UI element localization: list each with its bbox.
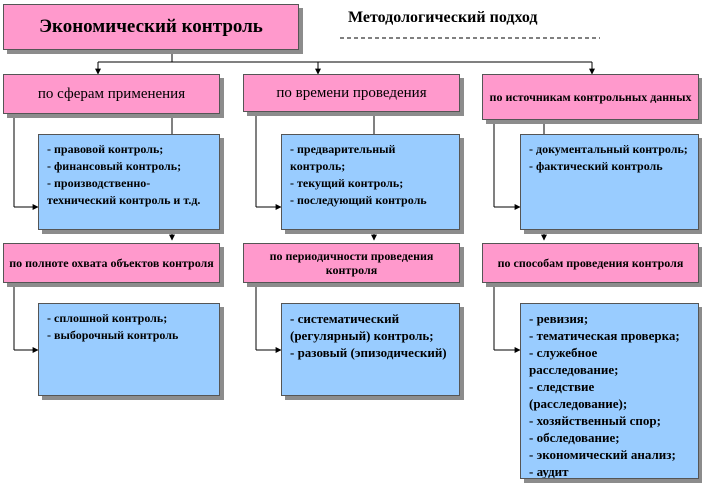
list-item: - производственно-технический контроль и… <box>47 176 201 207</box>
list-sources: - документальный контроль; - фактический… <box>520 134 699 230</box>
list-spheres: - правовой контроль; - финансовый контро… <box>38 134 220 230</box>
header-by-methods: по способам проведения контроля <box>482 243 699 283</box>
header-by-spheres: по сферам применения <box>3 74 220 114</box>
header-by-sources: по источникам контрольных данных <box>482 74 699 120</box>
list-item: - ревизия; <box>529 311 589 326</box>
list-item: - следствие (расследование); <box>529 379 628 411</box>
list-periodicity: - систематический (регулярный) контроль;… <box>281 303 460 396</box>
list-item: - финансовый контроль; <box>47 159 182 173</box>
header-by-periodicity: по периодичности проведения контроля <box>243 243 460 283</box>
list-item: - сплошной контроль; <box>47 311 168 325</box>
header-by-coverage: по полноте охвата объектов контроля <box>3 243 220 283</box>
header-label: по периодичности проведения контроля <box>269 249 434 277</box>
list-item: - тематическая проверка; <box>529 328 680 343</box>
list-item: - систематический (регулярный) контроль; <box>290 311 434 343</box>
list-item: - разовый (эпизодический) <box>290 345 447 360</box>
list-item: - текущий контроль; <box>290 176 404 190</box>
list-item: - обследование; <box>529 430 620 445</box>
list-item: - последующий контроль <box>290 193 427 207</box>
header-by-time: по времени проведения <box>243 74 460 112</box>
header-label: по полноте охвата объектов контроля <box>9 256 214 270</box>
list-item: - аудит <box>529 464 569 479</box>
header-label: по источникам контрольных данных <box>489 90 692 104</box>
list-item: - документальный контроль; <box>529 142 688 156</box>
list-item: - правовой контроль; <box>47 142 164 156</box>
list-item: - фактический контроль <box>529 159 663 173</box>
list-item: - предварительный контроль; <box>290 142 396 173</box>
list-item: - экономический анализ; <box>529 447 676 462</box>
main-title: Экономический контроль <box>39 16 263 37</box>
list-item: - хозяйственный спор; <box>529 413 661 428</box>
header-label: по сферам применения <box>37 85 186 102</box>
header-label: по времени проведения <box>276 84 427 101</box>
approach-label: Методологический подход <box>348 9 538 26</box>
list-item: - служебное расследование; <box>529 345 619 377</box>
main-title-box: Экономический контроль <box>3 4 299 50</box>
header-label: по способам проведения контроля <box>497 256 684 270</box>
list-item: - выборочный контроль <box>47 328 179 342</box>
list-time: - предварительный контроль; - текущий ко… <box>281 134 460 230</box>
list-coverage: - сплошной контроль; - выборочный контро… <box>38 303 220 396</box>
list-methods: - ревизия; - тематическая проверка; - сл… <box>520 303 699 479</box>
